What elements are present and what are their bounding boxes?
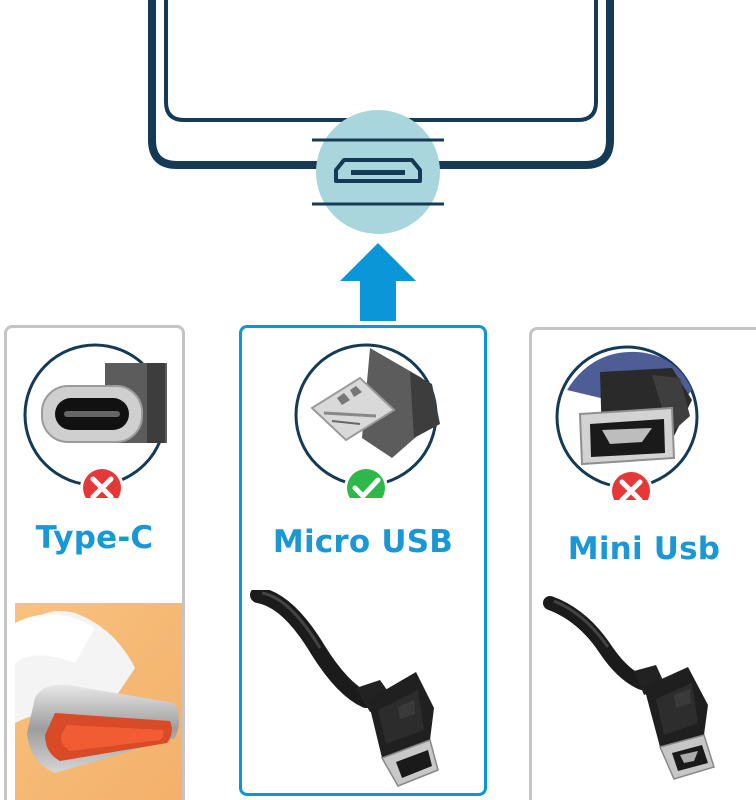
usb-type-c-connector-icon bbox=[23, 343, 167, 487]
card-type-c[interactable]: Type-C bbox=[4, 325, 185, 800]
x-icon bbox=[609, 469, 653, 500]
micro-usb-port-icon bbox=[312, 110, 444, 234]
card-label-mini-usb: Mini Usb bbox=[567, 531, 721, 567]
check-icon bbox=[344, 466, 388, 498]
mini-usb-connector-icon bbox=[555, 345, 699, 489]
card-mini-usb[interactable]: Mini Usb bbox=[529, 327, 756, 800]
micro-usb-cable-photo bbox=[248, 587, 484, 790]
card-label-type-c: Type-C bbox=[35, 520, 154, 556]
phone-screen-outline bbox=[164, 0, 598, 122]
type-c-cable-photo bbox=[15, 603, 182, 800]
micro-usb-connector-icon bbox=[294, 343, 440, 487]
phone-illustration bbox=[0, 0, 756, 240]
arrow-up-icon bbox=[340, 243, 416, 321]
mini-usb-cable-photo bbox=[538, 595, 753, 795]
card-label-micro-usb: Micro USB bbox=[272, 524, 454, 560]
x-icon bbox=[80, 466, 124, 498]
card-micro-usb[interactable]: Micro USB bbox=[239, 325, 487, 796]
